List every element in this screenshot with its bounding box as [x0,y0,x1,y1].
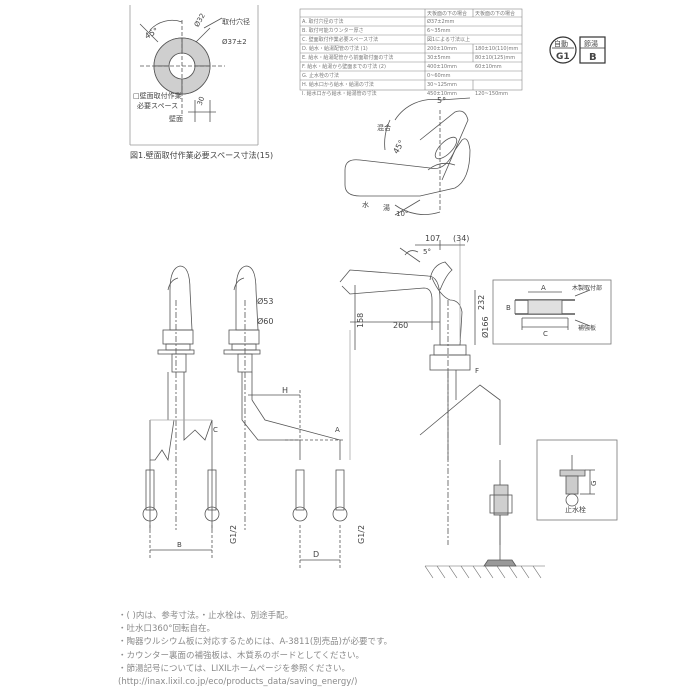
stop-valve-detail [536,439,618,521]
spec-table-cell: C. 壁面取付作業必要スペース寸法 [302,36,378,43]
counter-board-label: 補強板 [578,324,596,332]
spec-table-cell: 450±10mm [427,91,457,97]
faucet-side-view [339,240,517,567]
fig1-caption: 図1.壁面取付作業必要スペース寸法(15) [130,150,273,160]
side-f-label: F [475,367,479,375]
mount-hole-size-label: Ø37±2 [222,38,247,46]
certification-badges [549,36,606,64]
front-g-left-label: G1/2 [229,525,238,544]
note-link[interactable]: (http://inax.lixil.co.jp/eco/products_da… [118,677,358,688]
spec-table-cell: 120~150mm [475,91,508,97]
spec-table-header: 天板面の下の場合 [427,10,467,17]
valve-g-label: G [590,481,598,486]
faucet-front-view-right [223,265,351,570]
spec-table-cell: 400±10mm [427,64,457,70]
badge-b-label: B [589,52,597,63]
front-dia-60-label: Ø60 [257,316,273,326]
top-hot-label: 湯 [383,203,390,212]
front-dim-h-label: H [282,386,288,395]
note-line: ・吐水口360°回転自在。 [118,624,215,635]
spec-table-cell: 0~60mm [427,73,451,79]
spec-table-cell: F. 給水・給湯から壁面までの寸法 (2) [302,63,386,70]
side-dim-107-label: 107 [425,234,440,243]
spec-table-cell: 6~35mm [427,28,451,34]
counter-c-label: C [543,330,548,338]
side-dim-166-label: Ø166 [480,316,490,338]
badge-saving-label: 節湯 [584,39,598,48]
front-dim-b-label: B [177,541,182,549]
note-line: ・カウンター裏面の補強板は、木質系のボードとしてください。 [118,650,364,661]
spec-table-cell: A. 取付穴径の寸法 [302,18,344,25]
note-line: ・( )内は、参考寸法。・止水栓は、別途手配。 [118,611,294,621]
spec-table-cell: 30~125mm [427,82,457,88]
spec-table-cell: 30±5mm [427,55,451,61]
spec-table-cell: E. 給水・給湯配管から前面取付面の寸法 [302,54,393,61]
top-angle-10-label: 10° [396,210,408,218]
badge-auto-label: 自動 [554,39,568,48]
angle-45-label: 45° [143,26,160,41]
spec-table-cell: G. 止水栓の寸法 [302,72,339,79]
side-space-label-1: □壁面取付作業 [133,91,182,100]
side-dim-34-label: (34) [453,234,469,243]
note-line: ・陶器ウルシウム板に対応するためには、A-3811(別売品)が必要です。 [118,637,393,648]
dim-30-label: 30 [196,95,207,106]
badge-g1-label: G1 [556,52,570,62]
front-a-label: A [335,426,340,434]
spec-table-header: 天板面の下の場合 [475,10,515,17]
wall-space-detail [129,5,259,146]
side-dim-232-label: 232 [477,295,486,310]
spec-table-cell: 60±10mm [475,64,502,70]
spec-table-text: 天板面の下の場合 天板面の下の場合 A. 取付穴径の寸法 Ø37±2mm B. 取付可能… [302,10,518,97]
spec-table [299,8,523,91]
side-dim-260-label: 260 [393,321,408,330]
side-space-label-2: 必要スペース [137,101,178,110]
notes-block: ・( )内は、参考寸法。・止水栓は、別途手配。 ・吐水口360°回転自在。 ・陶… [118,610,558,689]
counter-water-label: 木製取付部 [572,284,602,292]
front-g-right-label: G1/2 [357,525,366,544]
spec-table-cell: D. 給水・給湯配管の寸法 (1) [302,45,368,52]
spec-table-cell: B. 取付可能カウンター厚さ [302,27,364,34]
spec-table-cell: 200±10mm [427,46,457,52]
side-dim-158-label: 158 [356,313,365,328]
side-angle-5-label: 5° [423,248,431,256]
counter-detail [492,279,612,345]
front-dim-d-label: D [313,550,319,559]
spec-table-cell: I. 給水口から給水・給湯管の寸法 [302,90,377,97]
front-c-label: C [213,426,218,434]
top-angle-5-label: 5° [437,96,446,105]
top-water-label: 水 [362,200,369,209]
front-dia-53-label: Ø53 [257,296,273,306]
note-line: ・節湯記号については、LIXILホームページを参照ください。 [118,663,350,674]
faucet-front-view-left [142,265,220,560]
wall-label: 壁面 [169,114,183,123]
spec-table-cell: 80±10(125)mm [475,55,515,61]
valve-label: 止水栓 [565,505,586,514]
spec-table-cell: Ø37±2mm [427,18,455,25]
top-mix-label: 混合 [377,123,391,132]
mount-hole-label: 取付穴径 [222,17,250,26]
counter-a-label: A [541,284,546,292]
floor-hatch [424,565,545,579]
counter-b-label: B [506,304,511,312]
spec-table-cell: 180±10(110)mm [475,46,518,52]
hole-diameter-label: Ø32 [193,12,207,28]
faucet-top-view [344,97,471,216]
spec-table-cell: 図1による寸法以上 [427,36,470,43]
spec-table-cell: H. 給水口から給水・給湯の寸法 [302,81,374,88]
top-angle-45-label: 45° [391,139,406,156]
